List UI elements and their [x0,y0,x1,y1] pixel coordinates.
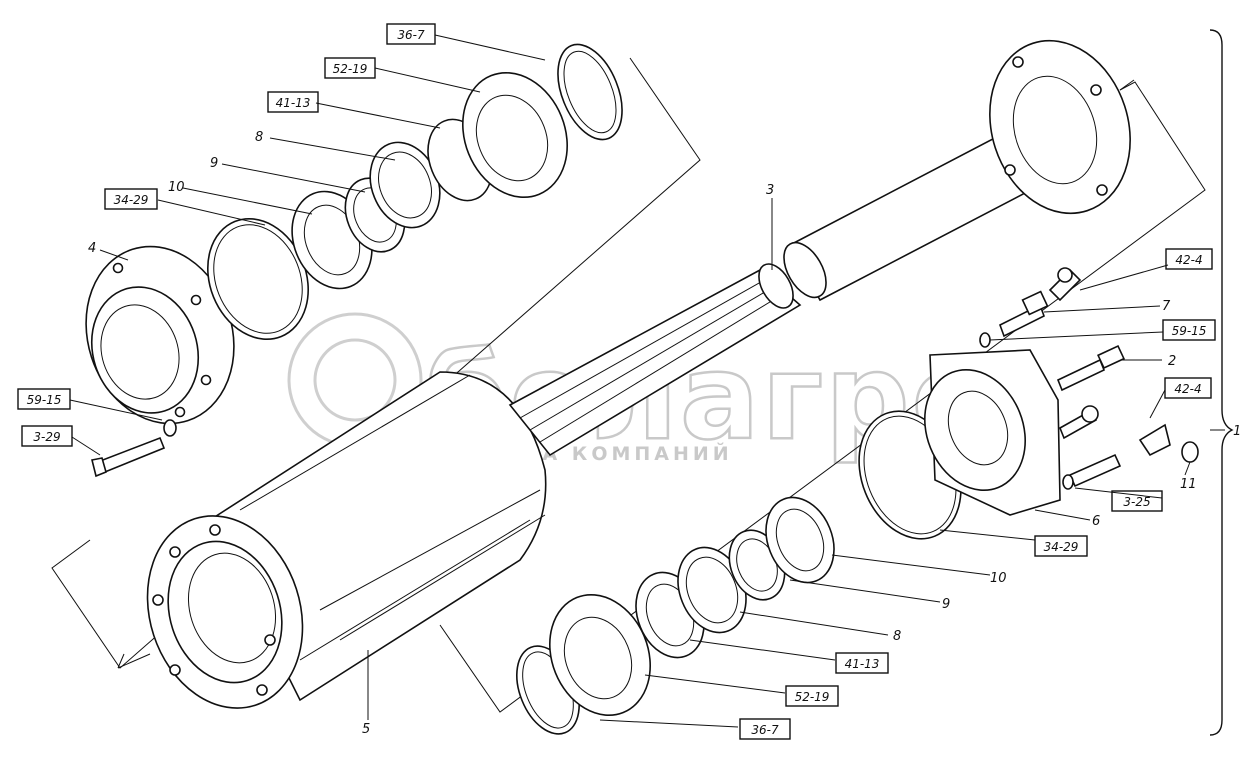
callouts: 1 2 3 4 5 6 7 8 8 9 9 10 10 11 [88,130,1241,737]
ref-3-29: 3-29 [21,425,73,447]
callout-4: 4 [88,241,96,256]
ref-59-15-right: 59-15 [1162,319,1216,341]
callout-9-lower: 9 [942,597,950,612]
ref-52-19-upper: 52-19 [324,57,376,79]
svg-text:36-7: 36-7 [751,723,779,737]
ref-42-4-upper: 42-4 [1165,248,1213,270]
callout-11: 11 [1180,477,1197,492]
watermark-logo-inner [313,338,397,422]
splined-shaft [508,128,1052,457]
callout-9-upper: 9 [210,156,218,171]
right-flange-assembly [858,349,1061,540]
upper-seal-stack [206,43,623,341]
fittings [91,267,1199,490]
svg-text:41-13: 41-13 [276,96,311,110]
svg-text:59-15: 59-15 [1172,324,1207,338]
lower-seal-stack [516,496,835,735]
callout-8-upper: 8 [255,130,263,145]
ref-41-13-lower: 41-13 [835,652,889,674]
ref-59-15-left: 59-15 [17,388,71,410]
ref-36-7-upper: 36-7 [386,23,436,45]
boxed-references: 36-7 52-19 41-13 34-29 59-15 3-29 42-4 [17,23,1216,740]
group-bracket-upper [51,57,701,669]
callout-1: 1 [1233,424,1241,439]
ref-41-13-upper: 41-13 [267,91,319,113]
callout-7: 7 [1162,299,1171,314]
svg-text:3-25: 3-25 [1123,495,1150,509]
ref-52-19-lower: 52-19 [785,685,839,707]
flanged-tube [989,39,1131,215]
housing-cylinder [146,371,547,709]
callout-3: 3 [766,183,774,198]
svg-text:52-19: 52-19 [333,62,368,76]
svg-text:36-7: 36-7 [397,28,425,42]
callout-5: 5 [362,722,370,737]
ref-34-29-upper: 34-29 [104,188,158,210]
svg-text:34-29: 34-29 [1044,540,1079,554]
callout-6: 6 [1092,514,1100,529]
svg-text:3-29: 3-29 [33,430,60,444]
svg-text:41-13: 41-13 [845,657,880,671]
leader-lines [69,34,1225,728]
group-bracket-lower [439,79,1206,713]
svg-text:59-15: 59-15 [27,393,62,407]
callout-10-lower: 10 [990,571,1007,586]
ref-42-4-lower: 42-4 [1164,377,1212,399]
svg-text:42-4: 42-4 [1174,382,1201,396]
ref-34-29-lower: 34-29 [1034,535,1088,557]
callout-10-upper: 10 [168,180,185,195]
assembly-brace [1209,29,1234,736]
svg-text:34-29: 34-29 [114,193,149,207]
ref-36-7-lower: 36-7 [739,718,791,740]
flange-left [85,245,235,425]
svg-text:52-19: 52-19 [795,690,830,704]
callout-2: 2 [1168,354,1176,369]
svg-text:42-4: 42-4 [1175,253,1202,267]
callout-8-lower: 8 [893,629,901,644]
ref-3-25: 3-25 [1111,490,1163,512]
